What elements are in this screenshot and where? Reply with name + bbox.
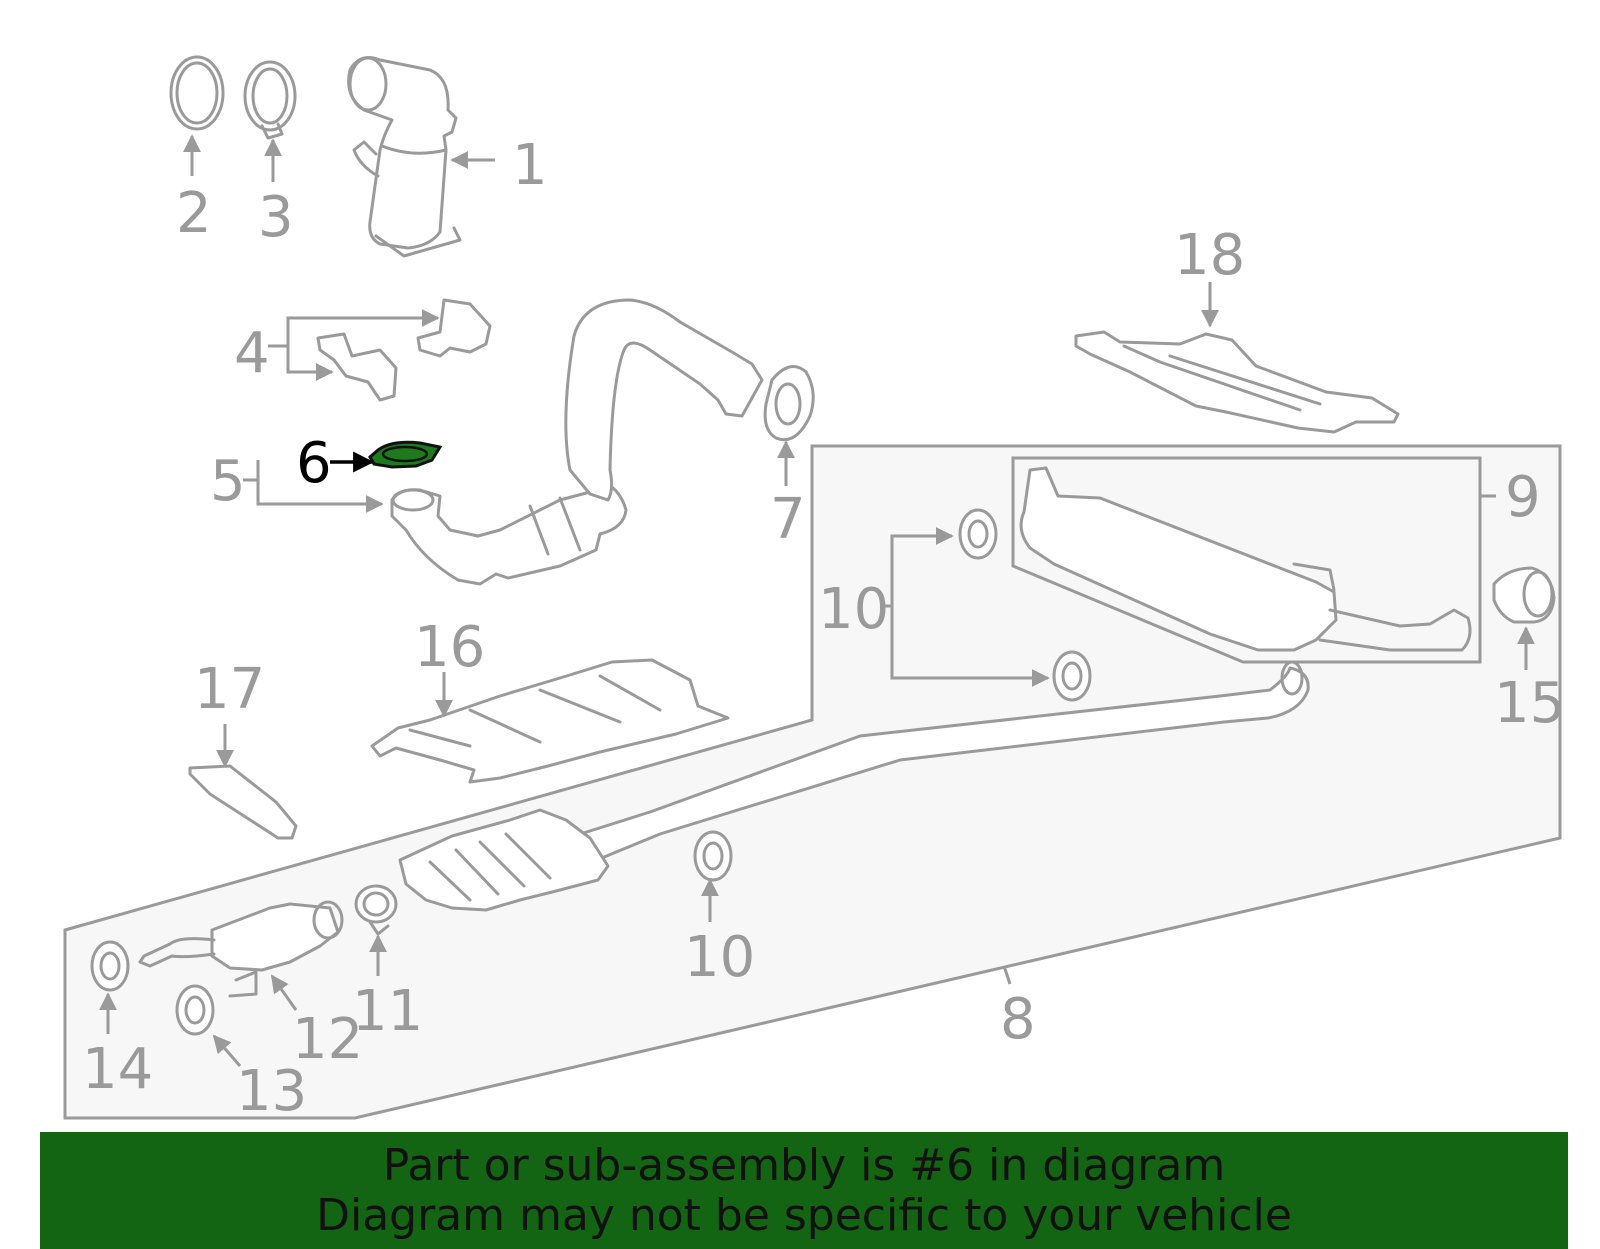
- callout-13: 13: [236, 1059, 307, 1124]
- part-2-gasket: [169, 55, 225, 131]
- callout-16: 16: [414, 615, 485, 680]
- part-10-insulator-upper-1: [958, 508, 998, 560]
- part-11-clamp: [354, 884, 398, 936]
- part-4-brackets: [316, 298, 492, 402]
- callout-labels: 1 2 3 4 5 6 7 8 9 10 10 11 12 13 14 15 1…: [82, 133, 1565, 1124]
- callout-1: 1: [512, 133, 548, 198]
- leader-lines: [99, 134, 1535, 1067]
- part-9-muffler: [1019, 466, 1472, 652]
- callout-14: 14: [82, 1037, 153, 1102]
- callout-12: 12: [292, 1007, 363, 1072]
- callout-17: 17: [194, 657, 265, 722]
- callout-8: 8: [1000, 987, 1036, 1052]
- part-1-catalytic-converter: [347, 56, 462, 258]
- banner-line-2: Diagram may not be specific to your vehi…: [316, 1190, 1292, 1241]
- callout-3: 3: [258, 185, 294, 250]
- part-17-shield: [188, 764, 298, 840]
- main-exhaust-pipe: [572, 660, 1310, 866]
- part-12-flex-pipe: [138, 900, 344, 998]
- banner-line-1: Part or sub-assembly is #6 in diagram: [382, 1140, 1226, 1191]
- part-10-insulator-upper-2: [1052, 650, 1092, 702]
- callout-15: 15: [1494, 671, 1565, 736]
- front-catalytic-with-shield: [398, 808, 610, 912]
- callout-6: 6: [296, 431, 332, 496]
- part-6-gasket-highlighted: [368, 440, 443, 469]
- part-7-gasket: [763, 365, 815, 442]
- callout-5: 5: [210, 449, 246, 514]
- part-3-clamp: [243, 60, 297, 140]
- callout-10-upper: 10: [818, 577, 889, 642]
- part-13-insulator: [175, 984, 215, 1036]
- callout-18: 18: [1174, 223, 1245, 288]
- part-16-heat-shield: [370, 658, 730, 784]
- part-18-heat-shield: [1074, 330, 1400, 434]
- callout-9: 9: [1505, 465, 1541, 530]
- part-14-insulator: [90, 940, 130, 992]
- part-15-hanger: [1492, 566, 1556, 624]
- callout-2: 2: [176, 181, 212, 246]
- callout-10-lower: 10: [684, 925, 755, 990]
- info-banner: Part or sub-assembly is #6 in diagram Di…: [40, 1132, 1568, 1249]
- callout-11: 11: [352, 979, 423, 1044]
- part-10-insulator-lower: [693, 830, 733, 882]
- part-5-front-pipe: [390, 298, 764, 586]
- callout-7: 7: [770, 487, 806, 552]
- callout-4: 4: [234, 321, 270, 386]
